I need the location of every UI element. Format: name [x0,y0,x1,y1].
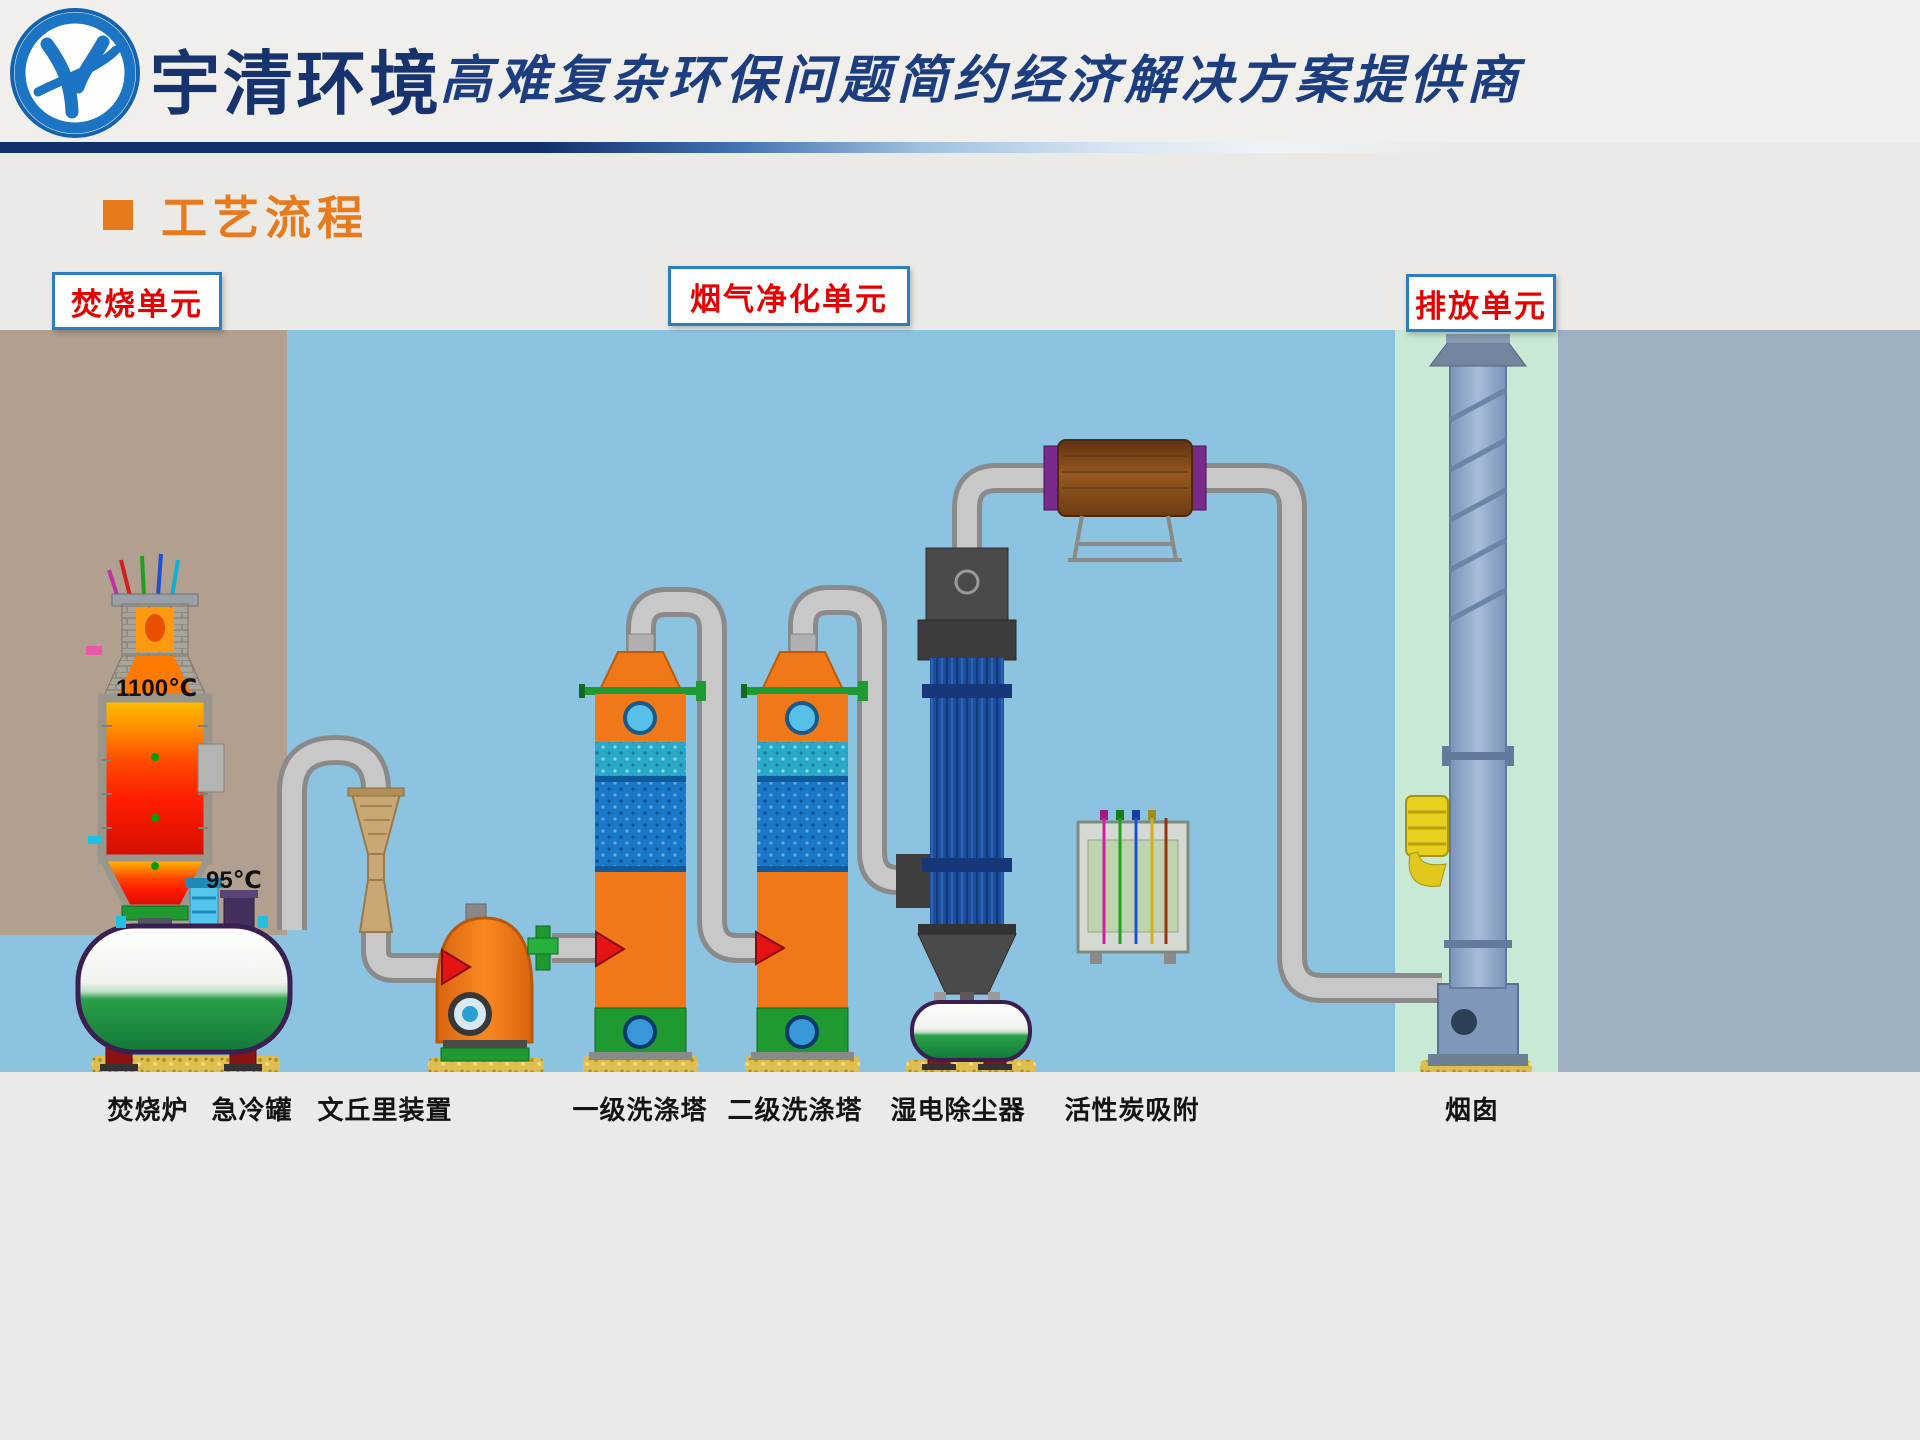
chimney-ladder-chute [1405,795,1449,887]
header: 宇清环境 高难复杂环保问题简约经济解决方案提供商 [0,0,1920,142]
unit-box-emission: 排放单元 [1406,274,1556,332]
section-title-text: 工艺流程 [161,192,369,244]
section-title: 工艺流程 [103,182,369,248]
monitoring-box-illustration [1076,810,1190,964]
unit-box-purification: 烟气净化单元 [668,266,910,326]
chimney-illustration [1405,334,1528,1066]
company-name: 宇清环境 [150,45,442,123]
company-logo [10,8,140,138]
process-diagram [0,330,1920,1072]
equipment-label-chimney: 烟囱 [1444,1095,1500,1125]
unit-box-incineration: 焚烧单元 [52,272,222,330]
header-divider [0,142,1920,153]
flow-arrows [441,930,787,986]
furnace-temperature-label: 1100℃ [116,675,198,702]
header-tagline: 高难复杂环保问题简约经济解决方案提供商 [440,53,1524,110]
activated-carbon-illustration [1043,439,1207,562]
equipment-label-wet-esp: 湿电除尘器 [890,1095,1026,1125]
equipment-label-venturi: 文丘里装置 [317,1095,453,1125]
venturi-illustration [347,787,405,933]
equipment-label-quench-tank: 急冷罐 [211,1095,293,1125]
equipment-label-activated-carbon: 活性炭吸附 [1064,1095,1200,1125]
scrubber-tower-2-illustration [741,633,868,1060]
esp-drain-tank-illustration [910,992,1032,1070]
equipment-label-incinerator: 焚烧炉 [107,1095,189,1125]
equipment-label-scrubber-1: 一级洗涤塔 [572,1095,708,1125]
scrubber-tower-1-illustration [579,633,706,1060]
quench-tank-illustration [75,878,293,1071]
equipment-label-scrubber-2: 二级洗涤塔 [727,1095,863,1125]
gas-liquid-separator-illustration [435,903,559,1062]
incinerator-illustration [86,553,225,934]
quench-temperature-label: 95℃ [206,867,262,894]
section-bullet-icon [103,200,133,230]
wet-esp-illustration [896,547,1017,1016]
